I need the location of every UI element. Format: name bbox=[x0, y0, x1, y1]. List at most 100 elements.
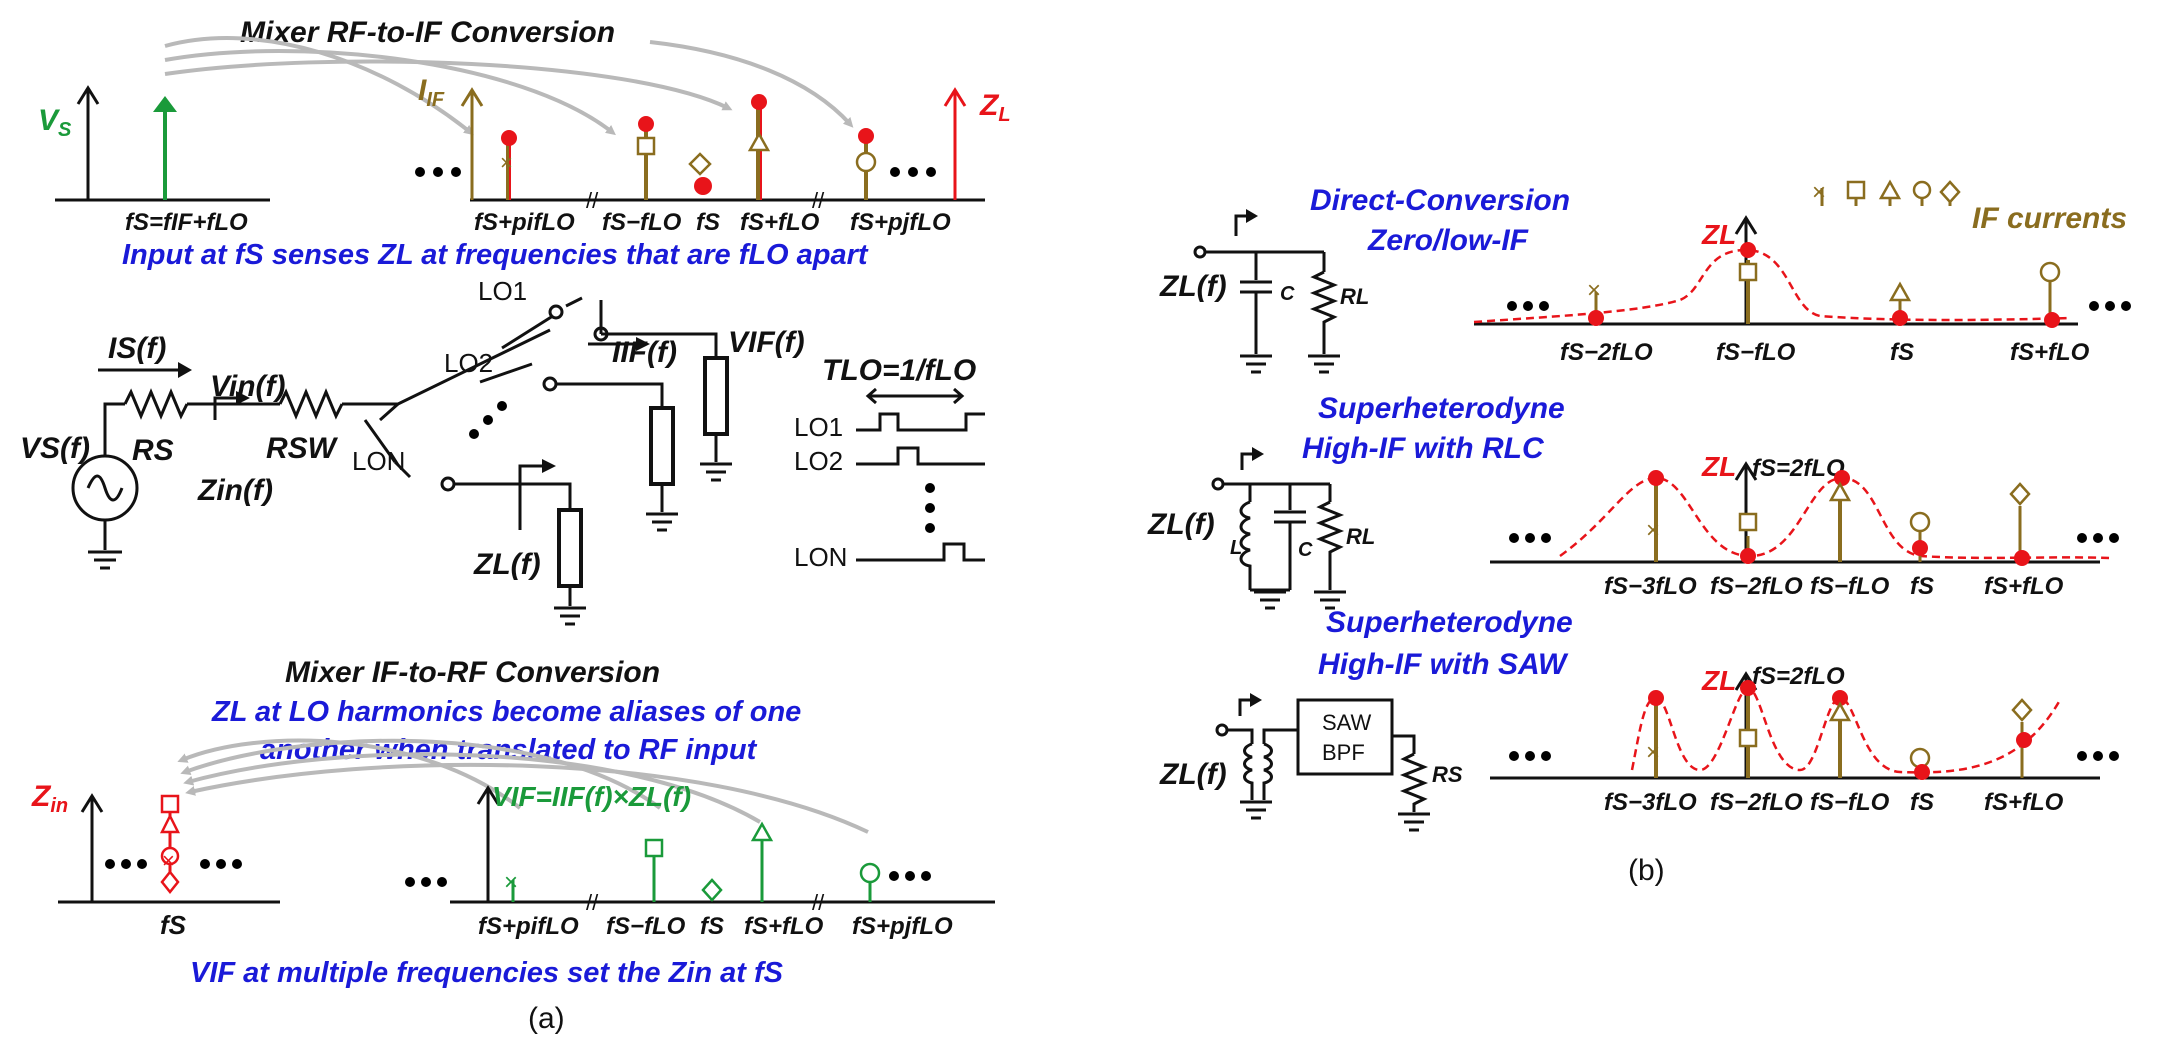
switch-dots bbox=[469, 401, 507, 439]
p2-zl-curve bbox=[1559, 476, 2111, 560]
p2-rl-label: RL bbox=[1346, 524, 1375, 549]
zin-axis-arrowhead bbox=[80, 793, 104, 813]
p2-ellipsis-right bbox=[2077, 533, 2119, 543]
vif-stem-fs-minus-flo bbox=[644, 838, 664, 902]
p1-rl-label: RL bbox=[1340, 284, 1369, 309]
mixer-circuit: IS(f) Vin(f) VS(f) RS RSW Zin(f) bbox=[20, 276, 985, 626]
p3-rs-label: RS bbox=[1432, 762, 1463, 787]
resistor-rsw bbox=[278, 388, 344, 420]
p1-c-label: C bbox=[1280, 283, 1295, 305]
p2-zl-axis-label: ZL bbox=[1701, 451, 1736, 482]
conversion-arrow-3 bbox=[164, 59, 733, 111]
zl-box-lon bbox=[557, 508, 583, 588]
is-arrowhead bbox=[178, 362, 192, 378]
legend-text: IF currents bbox=[1972, 202, 2127, 235]
p3-tick-3: fS bbox=[1910, 789, 1934, 816]
p3-title-2: High-IF with SAW bbox=[1318, 648, 1569, 681]
p1-spectrum: ZL × fS−2fLO fS−fLO fS fS+fLO bbox=[1473, 215, 2131, 366]
svg-text:×: × bbox=[500, 150, 513, 175]
timing-lo2 bbox=[856, 446, 985, 466]
bottom-caption: VIF at multiple frequencies set the Zin … bbox=[190, 957, 784, 989]
p1-zl-axis-label: ZL bbox=[1701, 219, 1736, 250]
gnd-lo2 bbox=[646, 484, 678, 532]
zin-ellipsis-left bbox=[105, 859, 147, 869]
alias-arrow-2 bbox=[180, 738, 662, 810]
zl-axis-label: ZL bbox=[979, 89, 1011, 126]
top-tick-2: fS bbox=[696, 209, 720, 236]
p2-circuit: ZL(f) L C RL bbox=[1147, 447, 1375, 610]
zl-axis-arrowhead bbox=[943, 87, 967, 107]
p1-tick-1: fS−fLO bbox=[1716, 339, 1796, 366]
top-tick-1: fS−fLO bbox=[602, 209, 682, 236]
timing-lon bbox=[856, 542, 985, 562]
p3-title-1: Superheterodyne bbox=[1326, 606, 1573, 639]
p2-tick-1: fS−2fLO bbox=[1710, 573, 1803, 600]
top-tick-4: fS+pjfLO bbox=[850, 209, 951, 236]
zin-arrow bbox=[213, 396, 242, 420]
iif-axis-label: IIF bbox=[418, 74, 445, 111]
vs-tick-label: fS=fIF+fLO bbox=[125, 209, 248, 236]
ellipsis-right bbox=[890, 167, 936, 177]
bottom-tick-3: fS+fLO bbox=[744, 913, 824, 940]
svg-text:×: × bbox=[1812, 179, 1826, 206]
p3-zl-node-label: ZL(f) bbox=[1159, 758, 1227, 791]
stem-fs-plus-flo bbox=[747, 94, 771, 200]
p3-zl-axis-label: ZL bbox=[1701, 665, 1736, 696]
iif-arrowhead bbox=[636, 337, 650, 351]
lo2-label: LO2 bbox=[444, 348, 493, 378]
vif-label: VIF(f) bbox=[728, 326, 805, 359]
p1-title-2: Zero/low-IF bbox=[1367, 224, 1529, 257]
p1-tick-2: fS bbox=[1890, 339, 1914, 366]
rf-to-if-section: Mixer RF-to-IF Conversion VS fS=fIF+fLO … bbox=[38, 16, 1011, 271]
timing-period-label: TLO=1/fLO bbox=[822, 354, 976, 387]
vif-stem-fs-plus-flo bbox=[750, 821, 774, 902]
bottom-tick-1: fS−fLO bbox=[606, 913, 686, 940]
zl-box-lo2 bbox=[649, 406, 675, 486]
svg-text:×: × bbox=[1587, 277, 1601, 304]
vif-stem-pi: × bbox=[504, 869, 518, 902]
zl-circuit-label: ZL(f) bbox=[473, 548, 541, 581]
timing-lon-label: LON bbox=[794, 542, 847, 572]
alias-arrow-3 bbox=[183, 752, 762, 824]
bottom-tick-0: fS+pifLO bbox=[478, 913, 579, 940]
rf-if-title: Mixer RF-to-IF Conversion bbox=[240, 16, 615, 49]
lon-label: LON bbox=[352, 446, 405, 476]
timing-lo1-label: LO1 bbox=[794, 412, 843, 442]
p3-spectrum: ZL fS=2fLO × fS−3fLO fS−2fLO fS−fLO fS f… bbox=[1490, 663, 2119, 816]
switch-lon bbox=[393, 460, 572, 510]
timing-period-heads bbox=[865, 387, 965, 405]
svg-text:×: × bbox=[1646, 739, 1660, 766]
if-rf-title: Mixer IF-to-RF Conversion bbox=[285, 656, 660, 689]
vif-ellipsis-left bbox=[405, 877, 447, 887]
iif-label: IIF(f) bbox=[612, 336, 677, 369]
zin-axis bbox=[58, 798, 280, 904]
zin-axis-label: Zin bbox=[31, 780, 68, 817]
svg-text:×: × bbox=[1646, 517, 1660, 544]
p2-title-1: Superheterodyne bbox=[1318, 392, 1565, 425]
sine-symbol bbox=[86, 474, 124, 502]
bottom-tick-2: fS bbox=[700, 913, 724, 940]
lo1-label: LO1 bbox=[478, 276, 527, 306]
bottom-tick-4: fS+pjfLO bbox=[852, 913, 953, 940]
stem-fs bbox=[688, 152, 712, 195]
vin-label: Vin(f) bbox=[210, 370, 286, 403]
gnd-lo1 bbox=[700, 434, 732, 482]
p3-ellipsis-left bbox=[1509, 751, 1551, 761]
p2-zl-node-label: ZL(f) bbox=[1147, 508, 1215, 541]
p1-zl-node-label: ZL(f) bbox=[1159, 270, 1227, 303]
saw-label-2: BPF bbox=[1322, 740, 1365, 765]
zin-arrowhead bbox=[236, 391, 250, 405]
p3-ellipsis-right bbox=[2077, 751, 2119, 761]
alias-arrow-4 bbox=[185, 762, 869, 834]
p2-tick-0: fS−3fLO bbox=[1604, 573, 1697, 600]
p3-circuit: ZL(f) SAW BPF RS bbox=[1159, 693, 1463, 832]
p3-fs-eq: fS=2fLO bbox=[1752, 663, 1845, 690]
alias-line-1: ZL at LO harmonics become aliases of one bbox=[211, 696, 801, 728]
panel-a-label: (a) bbox=[528, 1002, 565, 1035]
p1-circuit: ZL(f) C RL bbox=[1159, 209, 1369, 374]
panel-b: × IF currents Direct-Conversion Zero/low… bbox=[1147, 179, 2131, 887]
vif-break-2: // bbox=[812, 890, 825, 915]
p3-tick-4: fS+fLO bbox=[1984, 789, 2064, 816]
panel-b-label: (b) bbox=[1628, 854, 1665, 887]
resistor-rs bbox=[123, 388, 189, 420]
